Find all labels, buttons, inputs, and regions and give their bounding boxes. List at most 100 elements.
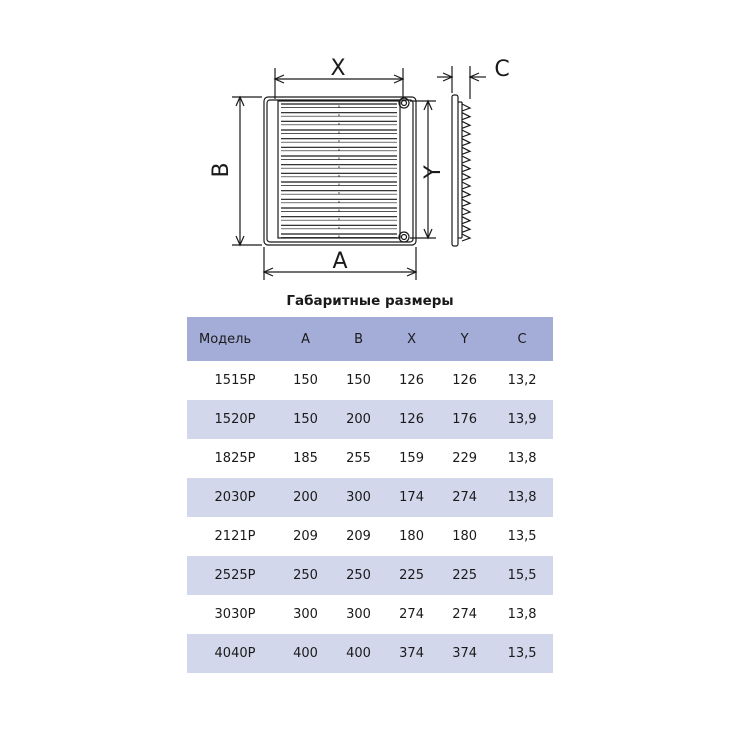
dimension-x-arrow-right (393, 74, 405, 84)
cell-model: 1515P (214, 373, 256, 388)
side-fin (461, 164, 472, 173)
cell-a: 250 (279, 556, 333, 595)
dimension-b-arrow-top (235, 95, 245, 107)
table-row: 1515P 150 150 126 126 13,2 (187, 361, 553, 400)
grille-side-view (451, 94, 472, 247)
cell-y: 180 (452, 529, 478, 544)
cell-model: 2030P (187, 478, 279, 517)
cell-c: 13,2 (507, 373, 537, 388)
cell-x: 126 (385, 400, 439, 439)
mounting-hole-top-inner (400, 99, 408, 107)
cell-a: 200 (279, 478, 333, 517)
header-a: A (279, 317, 333, 361)
cell-a: 185 (293, 451, 318, 466)
cell-x: 374 (385, 634, 439, 673)
cell-b: 250 (332, 556, 386, 595)
side-fin (461, 138, 472, 147)
cell-x: 274 (399, 607, 424, 622)
grille-front-view (263, 96, 417, 246)
cell-x: 180 (399, 529, 424, 544)
mounting-hole-bottom-inner (400, 233, 408, 241)
cell-model: 4040P (187, 634, 279, 673)
dimension-a-arrow-left (262, 267, 274, 277)
side-fin (461, 233, 472, 242)
cell-y: 274 (452, 607, 478, 622)
cell-y: 176 (438, 400, 492, 439)
cell-model: 1825P (214, 451, 256, 466)
cell-y: 126 (452, 373, 478, 388)
cell-a: 400 (279, 634, 333, 673)
cell-b: 300 (346, 607, 371, 622)
header-model: Модель (187, 317, 279, 361)
side-fin (461, 112, 472, 121)
header-x: X (385, 317, 439, 361)
table-title: Габаритные размеры (286, 293, 454, 309)
outer-frame-inner-edge (266, 99, 414, 243)
cell-b: 255 (346, 451, 371, 466)
table-header-row: Модель A B X Y C (187, 317, 553, 361)
dimension-y-arrow-bottom (423, 228, 433, 240)
side-fin (461, 216, 472, 225)
cell-model: 3030P (214, 607, 256, 622)
dimension-lines (232, 66, 486, 280)
dimension-b-arrow-bottom (235, 235, 245, 247)
mounting-hole-top (398, 97, 410, 109)
cell-c: 15,5 (491, 556, 553, 595)
cell-y: 229 (452, 451, 478, 466)
cell-c: 13,8 (507, 607, 537, 622)
cell-c: 13,8 (507, 451, 537, 466)
cell-model: 2121P (214, 529, 256, 544)
cell-b: 209 (346, 529, 371, 544)
cell-b: 300 (332, 478, 386, 517)
cell-model: 2525P (187, 556, 279, 595)
cell-x: 225 (385, 556, 439, 595)
side-fin (461, 198, 472, 207)
dimension-label-b: B (209, 162, 234, 177)
cell-y: 225 (438, 556, 492, 595)
dimension-c-arrow-right (468, 72, 480, 82)
dimension-x-arrow-left (273, 74, 285, 84)
cell-x: 126 (399, 373, 424, 388)
mounting-hole-bottom (398, 231, 410, 243)
header-b: B (332, 317, 386, 361)
cell-b: 200 (332, 400, 386, 439)
dimension-label-c: C (494, 57, 509, 82)
side-fin (461, 146, 472, 155)
dimension-label-y: Y (421, 165, 446, 180)
side-fin (461, 224, 472, 233)
cell-c: 13,5 (507, 529, 537, 544)
dimension-y-arrow-top (423, 99, 433, 111)
side-fin (461, 172, 472, 181)
cell-model: 1520P (187, 400, 279, 439)
side-fin (461, 103, 472, 112)
side-fin (461, 181, 472, 190)
cell-c: 13,9 (491, 400, 553, 439)
dimension-a-arrow-right (406, 267, 418, 277)
cell-a: 150 (279, 400, 333, 439)
cell-c: 13,5 (491, 634, 553, 673)
dimension-label-x: X (330, 56, 345, 81)
side-fin (461, 129, 472, 138)
side-fin (461, 155, 472, 164)
cell-y: 274 (438, 478, 492, 517)
header-c: C (491, 317, 553, 361)
side-fin (461, 120, 472, 129)
cell-b: 150 (346, 373, 371, 388)
dimension-label-a: A (332, 249, 347, 274)
table-row: 1825P 185 255 159 229 13,8 (187, 439, 553, 478)
cell-a: 150 (293, 373, 318, 388)
side-fin (461, 190, 472, 199)
outer-frame (263, 96, 417, 246)
cell-x: 174 (385, 478, 439, 517)
dimension-c-arrow-left (442, 72, 454, 82)
cell-x: 159 (399, 451, 424, 466)
side-flange (451, 94, 459, 247)
cell-y: 374 (438, 634, 492, 673)
